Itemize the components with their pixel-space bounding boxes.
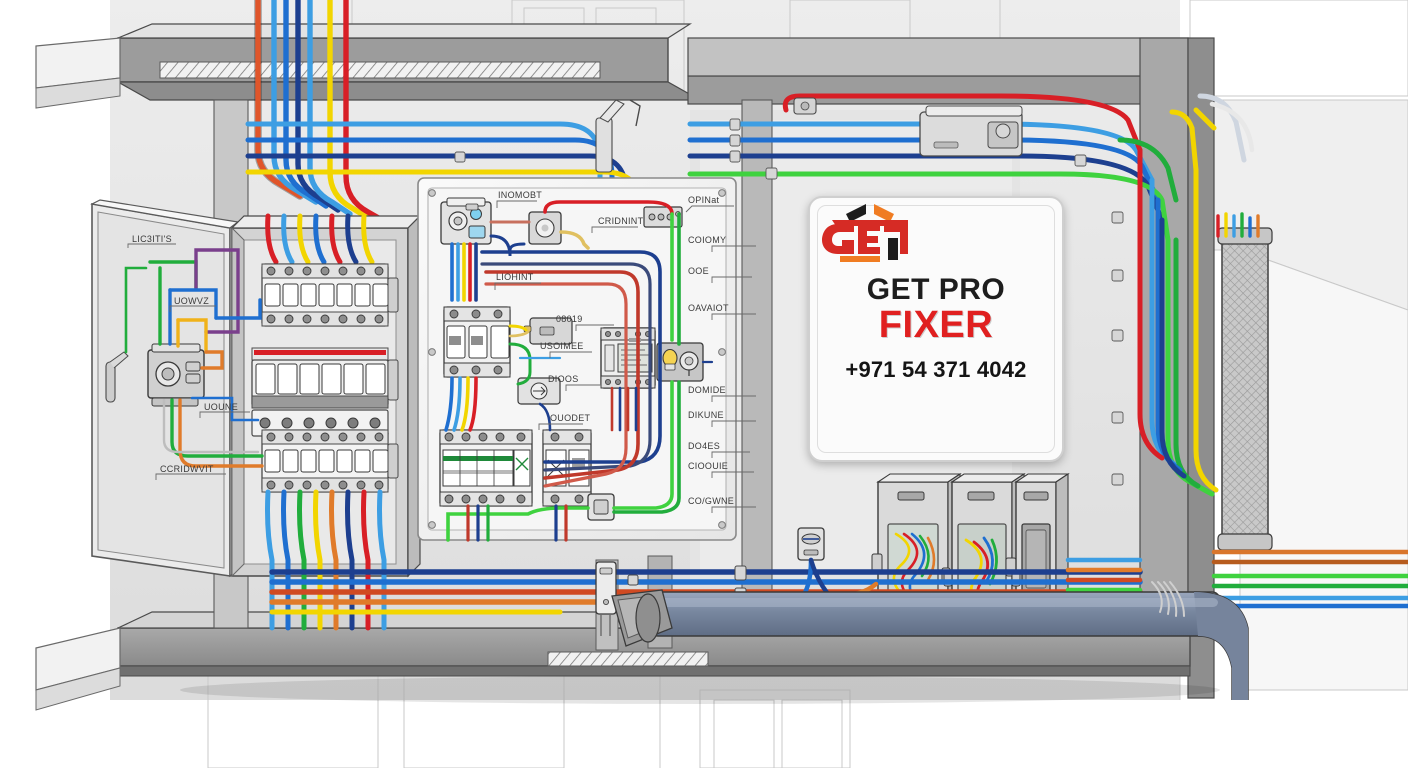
left-label-0: LIC3ITI'S: [132, 234, 172, 244]
top-breaker-row[interactable]: [261, 263, 399, 327]
label-leaders: [494, 200, 756, 513]
indicator-lamp-panel[interactable]: [656, 342, 704, 382]
center-label-top0: CRIDNINT: [598, 216, 644, 226]
left-distribution-board[interactable]: LIC3ITI'S UOWVZ UOUNE CCRIDWVIT: [90, 199, 422, 631]
main-rotary-switch[interactable]: [440, 197, 492, 245]
ceiling-junction-box: [919, 105, 1023, 157]
left-breaker-cluster[interactable]: [443, 306, 511, 378]
brand-card[interactable]: GET PRO FIXER +971 54 371 4042: [808, 196, 1064, 462]
relay-module-a[interactable]: [523, 317, 573, 345]
conduit-wire-fan: [1151, 581, 1185, 617]
center-label-r5: DIKUNE: [688, 410, 724, 420]
ceiling-clamp: [793, 97, 817, 115]
flexible-metal-conduit: [1217, 227, 1273, 551]
door-wiring: [124, 248, 264, 468]
left-label-3: CCRIDWVIT: [160, 464, 214, 474]
brand-name-line1: GET PRO: [866, 272, 1006, 306]
panel-internal-wiring: [444, 200, 714, 542]
ceiling-hanger: [595, 99, 641, 173]
center-panel-labels: INOMOBT LIOHINT 08019 USOIMEE DIOOS OUOD…: [494, 190, 756, 513]
flex-conduit-entry-wires: [1216, 212, 1260, 238]
left-panel-labels: LIC3ITI'S UOWVZ UOUNE CCRIDWVIT: [127, 234, 250, 480]
center-label-l5: OUODET: [550, 413, 591, 423]
center-label-l0: INOMOBT: [498, 190, 542, 200]
left-label-1: UOWVZ: [174, 296, 209, 306]
center-label-r3: OAVAIOT: [688, 303, 729, 313]
center-label-r0: OPINat: [688, 195, 720, 205]
center-label-r8: CO/GWNE: [688, 496, 734, 506]
pushbutton-device[interactable]: [528, 211, 562, 245]
center-label-l3: USOIMEE: [540, 341, 584, 351]
center-label-l1: LIOHINT: [496, 272, 534, 282]
brand-phone-number: +971 54 371 4042: [845, 357, 1027, 383]
terminal-block[interactable]: [643, 206, 683, 228]
center-label-r7: CIOOUIE: [688, 461, 728, 471]
riser-control-box[interactable]: [595, 561, 617, 636]
left-label-2: UOUNE: [204, 402, 238, 412]
center-label-l4: DIOOS: [548, 374, 579, 384]
center-label-r2: OOE: [688, 266, 709, 276]
center-label-r6: DO4ES: [688, 441, 720, 451]
rotary-selector-meter[interactable]: [147, 343, 205, 407]
center-label-r4: DOMIDE: [688, 385, 726, 395]
push-switch-bottom[interactable]: [587, 493, 615, 521]
middle-breaker-row[interactable]: [251, 347, 399, 437]
brand-name-line2: FIXER: [878, 303, 994, 346]
energy-meter-display[interactable]: [600, 327, 656, 389]
main-cable-conduit: [611, 581, 1249, 700]
ground-shadow: [180, 676, 1220, 704]
center-control-panel[interactable]: INOMOBT LIOHINT 08019 USOIMEE DIOOS OUOD…: [417, 177, 756, 542]
right-vertical-runs: [1137, 147, 1219, 497]
label-leader: [127, 243, 250, 480]
center-label-r1: COIOMY: [688, 235, 726, 245]
wall-junction-box[interactable]: [797, 527, 825, 561]
relay-module-b[interactable]: [517, 377, 561, 405]
panel-door-handle[interactable]: [105, 351, 129, 403]
bottom-breaker-row[interactable]: [261, 429, 399, 493]
incoming-wires: [265, 213, 375, 265]
cable-clips: [454, 118, 1124, 486]
center-label-l2: 08019: [556, 314, 583, 324]
panel-corner-screws: [428, 189, 726, 529]
conduit-elbow: [611, 589, 673, 647]
busbar-breaker-bank[interactable]: [439, 429, 533, 507]
get-pro-fixer-house-logo: [822, 204, 908, 262]
outgoing-wires: [265, 489, 387, 631]
